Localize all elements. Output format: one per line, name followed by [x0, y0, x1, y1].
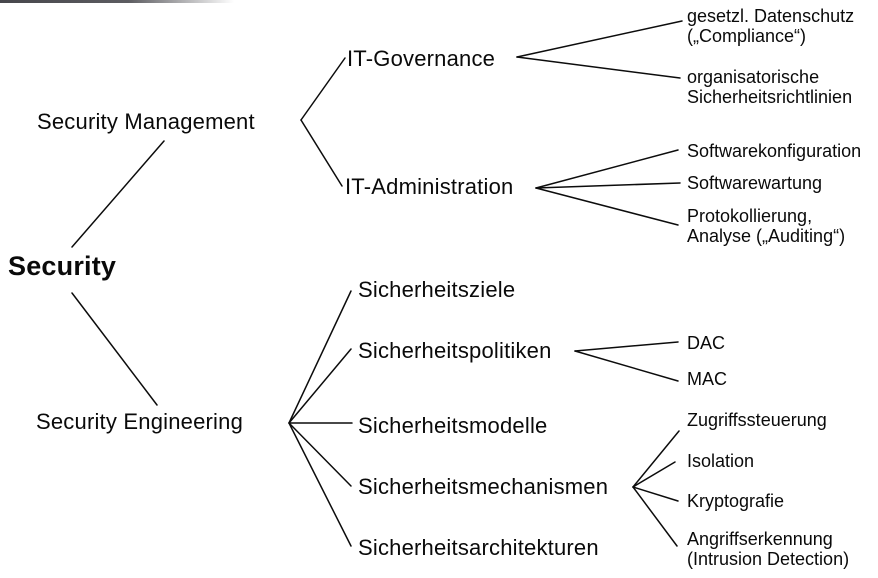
edge-management-to-administration	[300, 119, 343, 187]
edge-mechanismen-to-kryptografie	[632, 486, 679, 502]
node-protokollierung-analyse: Protokollierung, Analyse („Auditing“)	[687, 206, 846, 246]
edge-politiken-to-dac	[574, 341, 679, 352]
node-sicherheitsarchitekturen: Sicherheitsarchitekturen	[358, 535, 599, 560]
edge-security-to-engineering	[71, 292, 158, 406]
edge-mechanismen-to-zugriffssteuerung	[632, 430, 680, 488]
edge-administration-to-softwarekonfiguration	[535, 149, 679, 189]
node-zugriffssteuerung: Zugriffssteuerung	[687, 410, 827, 430]
edge-politiken-to-mac	[574, 350, 679, 382]
node-organisatorische-sicherheitsrichtlinien: organisatorische Sicherheitsrichtlinien	[687, 67, 853, 107]
top-edge-scan-artifact	[0, 0, 234, 3]
edge-mechanismen-to-angriffserkennung	[632, 486, 678, 547]
node-softwarekonfiguration: Softwarekonfiguration	[687, 141, 862, 161]
node-it-governance: IT-Governance	[347, 46, 496, 71]
edge-administration-to-softwarewartung	[535, 182, 681, 189]
node-gesetzl-datenschutz: gesetzl. Datenschutz („Compliance“)	[687, 6, 855, 46]
edge-security-to-management	[71, 140, 165, 248]
edge-engineering-to-mechanismen	[288, 422, 352, 487]
node-dac: DAC	[687, 333, 726, 353]
node-sicherheitspolitiken: Sicherheitspolitiken	[358, 338, 552, 363]
node-sicherheitsmechanismen: Sicherheitsmechanismen	[358, 474, 609, 499]
edge-engineering-to-architekturen	[288, 422, 352, 547]
node-softwarewartung: Softwarewartung	[687, 173, 823, 193]
edge-management-to-governance	[300, 57, 346, 121]
edge-mechanismen-to-isolation	[632, 461, 676, 488]
node-angriffserkennung: Angriffserkennung (Intrusion Detection)	[687, 529, 850, 569]
node-isolation: Isolation	[687, 451, 755, 471]
node-sicherheitsmodelle: Sicherheitsmodelle	[358, 413, 548, 438]
node-it-administration: IT-Administration	[345, 174, 514, 199]
node-sicherheitsziele: Sicherheitsziele	[358, 277, 516, 302]
node-security-root: Security	[8, 251, 117, 281]
edge-engineering-to-ziele	[288, 290, 352, 424]
edge-governance-to-richtlinien	[516, 56, 681, 79]
edge-administration-to-protokollierung	[535, 187, 679, 226]
node-security-management: Security Management	[37, 109, 255, 134]
node-mac: MAC	[687, 369, 727, 389]
node-security-engineering: Security Engineering	[36, 409, 244, 434]
edge-engineering-to-politiken	[288, 348, 352, 424]
node-kryptografie: Kryptografie	[687, 491, 785, 511]
edge-governance-to-datenschutz	[516, 20, 683, 58]
